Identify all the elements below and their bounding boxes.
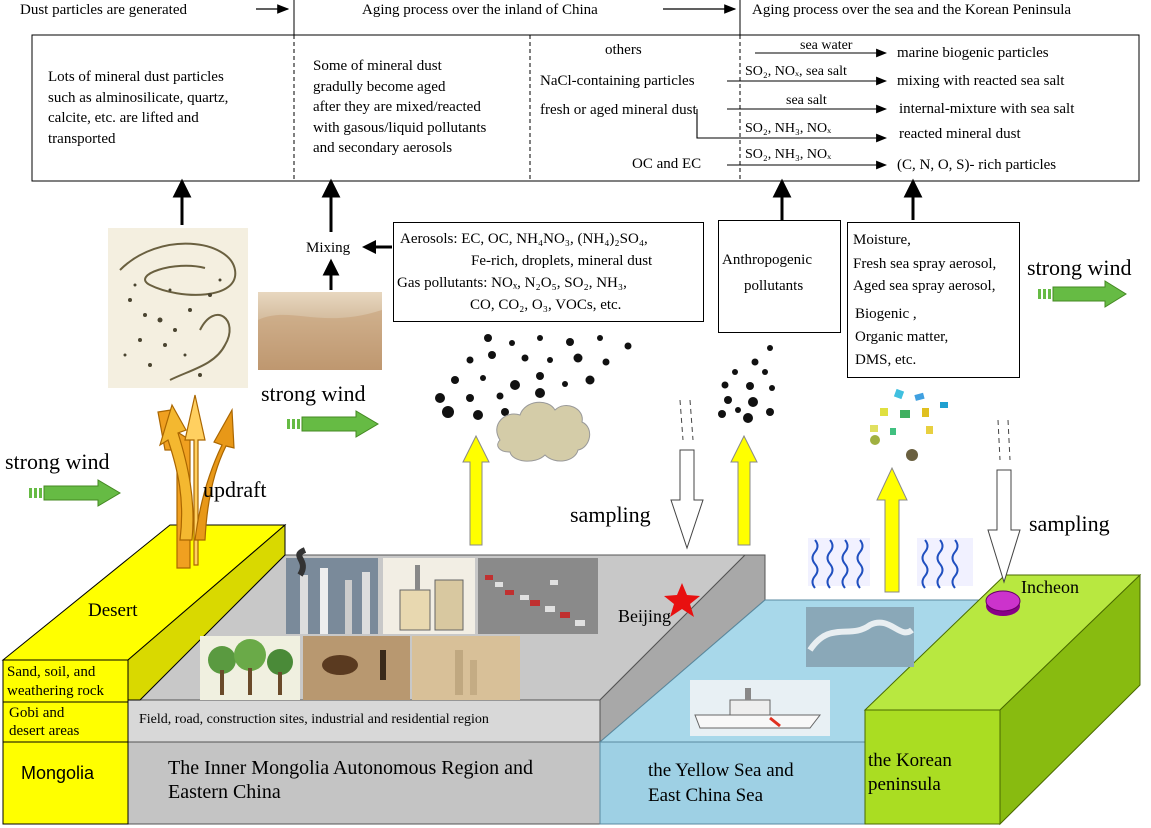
gobi-label: Gobi and desert areas: [9, 705, 80, 739]
sea-wave-photo: [806, 607, 914, 667]
strong-wind-label-mid: strong wind: [261, 381, 366, 406]
reactant-sea-water: sea water: [800, 38, 853, 53]
marine-line-1: Moisture,: [853, 232, 911, 248]
desert-front-3: [2, 741, 129, 825]
up-arrow-mixing-head: [321, 178, 341, 198]
sampling-arrow-2: [987, 419, 1021, 584]
mongolia-label: Mongolia: [21, 763, 95, 783]
desert-side-face: [127, 523, 286, 701]
output-marine-biogenic: marine biogenic particles: [897, 45, 1049, 61]
up-arrow-pm-head: [322, 258, 340, 276]
sampling-label-2: sampling: [1029, 511, 1110, 536]
anthropogenic-line-1: Anthropogenic: [722, 252, 812, 268]
sampling-label-1: sampling: [570, 502, 651, 527]
biogenic-dna-icons: [808, 538, 973, 589]
sand-soil-label: Sand, soil, and weathering rock: [7, 664, 105, 699]
yellow-sea-label: the Yellow Sea and East China Sea: [648, 760, 794, 806]
source-description: Lots of mineral dust particles such as a…: [48, 69, 229, 147]
main-process-box: [31, 34, 1140, 182]
arrow-aerosols-to-mixing-head: [362, 240, 376, 254]
yellow-up-arrow-1: [462, 434, 490, 546]
arrow-mineral-branch: [696, 109, 888, 143]
output-internal-mixture: internal-mixture with sea salt: [899, 101, 1075, 117]
updraft-label: updraft: [203, 477, 267, 502]
input-nacl: NaCl-containing particles: [540, 73, 695, 89]
reactant-sea-salt: sea salt: [786, 93, 827, 108]
korea-front-face: [864, 709, 1001, 825]
beijing-label: Beijing: [618, 606, 671, 626]
wind-arrow-mid: [287, 410, 379, 438]
reactant-so2-nox-salt: SO₂, NOₓ, sea salt: [745, 64, 847, 79]
dust-cloud: [496, 401, 591, 462]
strong-wind-label-right: strong wind: [1027, 255, 1132, 280]
yellow-up-arrow-2: [730, 434, 758, 546]
up-arrow-marine-head: [903, 178, 923, 198]
output-reacted-mineral: reacted mineral dust: [899, 126, 1021, 142]
input-ocec: OC and EC: [632, 156, 702, 172]
anthropogenic-line-2: pollutants: [744, 278, 804, 294]
wind-arrow-right: [1038, 280, 1127, 308]
field-road-label: Field, road, construction sites, industr…: [139, 712, 489, 727]
plowing-photo: [303, 636, 410, 700]
marine-line-5: Organic matter,: [855, 329, 949, 345]
up-arrow-source-head: [172, 178, 192, 198]
aerosols-box: Aerosols: EC, OC, NH₄NO₃, (NH₄)₂SO₄, Fe-…: [393, 222, 704, 322]
incheon-marker: [985, 590, 1021, 612]
mixing-label: Mixing: [306, 240, 351, 256]
factory-chimney-photo: [286, 547, 378, 634]
output-mixing-sea-salt: mixing with reacted sea salt: [897, 73, 1065, 89]
aerosols-line-2: Fe-rich, droplets, mineral dust: [471, 253, 653, 269]
desert-front-2: [2, 701, 129, 743]
traffic-photo: [478, 558, 598, 634]
output-cnos-rich: (C, N, O, S)- rich particles: [897, 157, 1057, 173]
yellow-up-arrow-3: [876, 466, 908, 593]
aerosols-line-3: Gas pollutants: NOₓ, N₂O₅, SO₂, NH₃,: [397, 275, 627, 291]
anthropogenic-box: Anthropogenic pollutants: [718, 220, 841, 333]
marine-line-4: Biogenic ,: [855, 306, 917, 322]
pollutant-particles-left: [435, 334, 632, 420]
aerosols-line-4: CO, CO₂, O₃, VOCs, etc.: [470, 297, 622, 313]
header-aging-inland: Aging process over the inland of China: [362, 2, 598, 18]
china-front-face: [127, 741, 601, 825]
sea-spray-particles: [870, 388, 948, 461]
incheon-label: Incheon: [1021, 577, 1079, 597]
reactant-so2-nh3-nox-a: SO₂, NH₃, NOₓ: [745, 121, 832, 136]
dust-storm-illustration: [108, 228, 248, 388]
marine-line-6: DMS, etc.: [855, 352, 917, 368]
input-others: others: [605, 42, 642, 58]
ship-photo: [690, 680, 830, 736]
header-aging-sea: Aging process over the sea and the Korea…: [752, 2, 1072, 18]
trees-photo: [200, 636, 300, 700]
beijing-star: [664, 583, 700, 617]
marine-line-2: Fresh sea spray aerosol,: [853, 256, 997, 272]
aerosols-line-1: Aerosols: EC, OC, NH₄NO₃, (NH₄)₂SO₄,: [400, 231, 648, 247]
inner-mongolia-label: The Inner Mongolia Autonomous Region and…: [168, 757, 533, 803]
reactant-so2-nh3-nox-b: SO₂, NH₃, NOₓ: [745, 147, 832, 162]
haze-city-photo: [412, 636, 520, 700]
updraft-arrows: [157, 394, 235, 569]
strong-wind-label-left: strong wind: [5, 449, 110, 474]
header-dust-generated: Dust particles are generated: [20, 2, 187, 18]
desert-front-1: [2, 659, 129, 703]
marine-sources-box: Moisture, Fresh sea spray aerosol, Aged …: [847, 222, 1020, 378]
desert-label: Desert: [88, 600, 138, 621]
wind-arrow-left: [29, 479, 121, 507]
marine-line-3: Aged sea spray aerosol,: [853, 278, 996, 294]
pollutant-particles-right: [718, 345, 775, 423]
sea-front-face: [599, 741, 866, 825]
factory-drawing-photo: [383, 558, 475, 634]
korea-label: the Korean peninsula: [868, 750, 952, 795]
up-arrow-anthro-head: [772, 178, 792, 198]
input-mineral: fresh or aged mineral dust: [540, 102, 697, 118]
sampling-arrow-1: [670, 399, 704, 550]
aging-description: Some of mineral dust gradully become age…: [313, 58, 487, 156]
